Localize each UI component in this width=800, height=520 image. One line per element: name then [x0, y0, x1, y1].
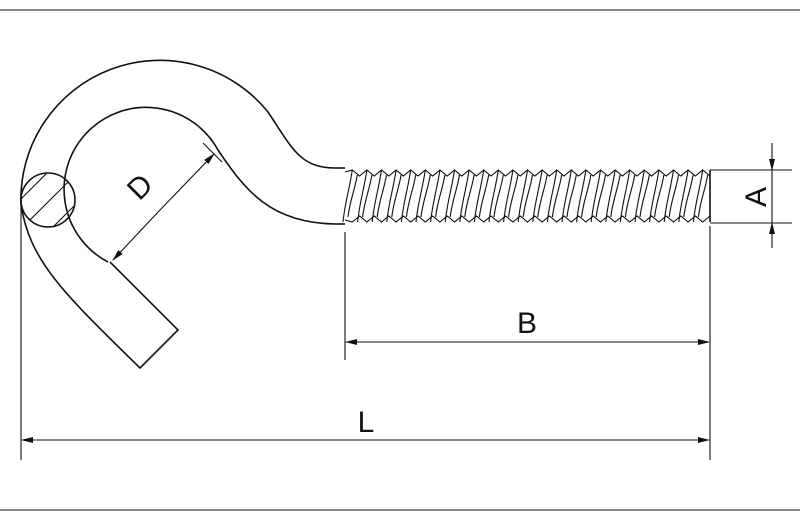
dimension-a-label: A	[740, 187, 773, 207]
dimension-b: B	[344, 226, 711, 460]
dimension-d-label: D	[121, 168, 160, 207]
dimension-d-arrow	[112, 209, 161, 261]
dimension-l-label: L	[358, 406, 375, 439]
dimension-b-label: B	[517, 307, 537, 340]
section-hatching	[21, 173, 75, 227]
dimension-a: A	[710, 143, 792, 248]
dimension-d: D	[112, 142, 223, 261]
hook-outer-edge	[20, 59, 336, 206]
wire-cross-section	[20, 172, 76, 228]
hook-tip	[20, 204, 180, 370]
thread-crest-bottom	[344, 215, 711, 223]
hook-inner-edge	[63, 106, 336, 263]
threaded-shank	[342, 169, 711, 223]
dimension-l: L	[20, 205, 710, 460]
dimension-d-arrow	[159, 153, 215, 211]
dimension-d-extension	[202, 142, 223, 163]
thread-flanks	[342, 169, 709, 223]
hook-body	[20, 59, 345, 370]
